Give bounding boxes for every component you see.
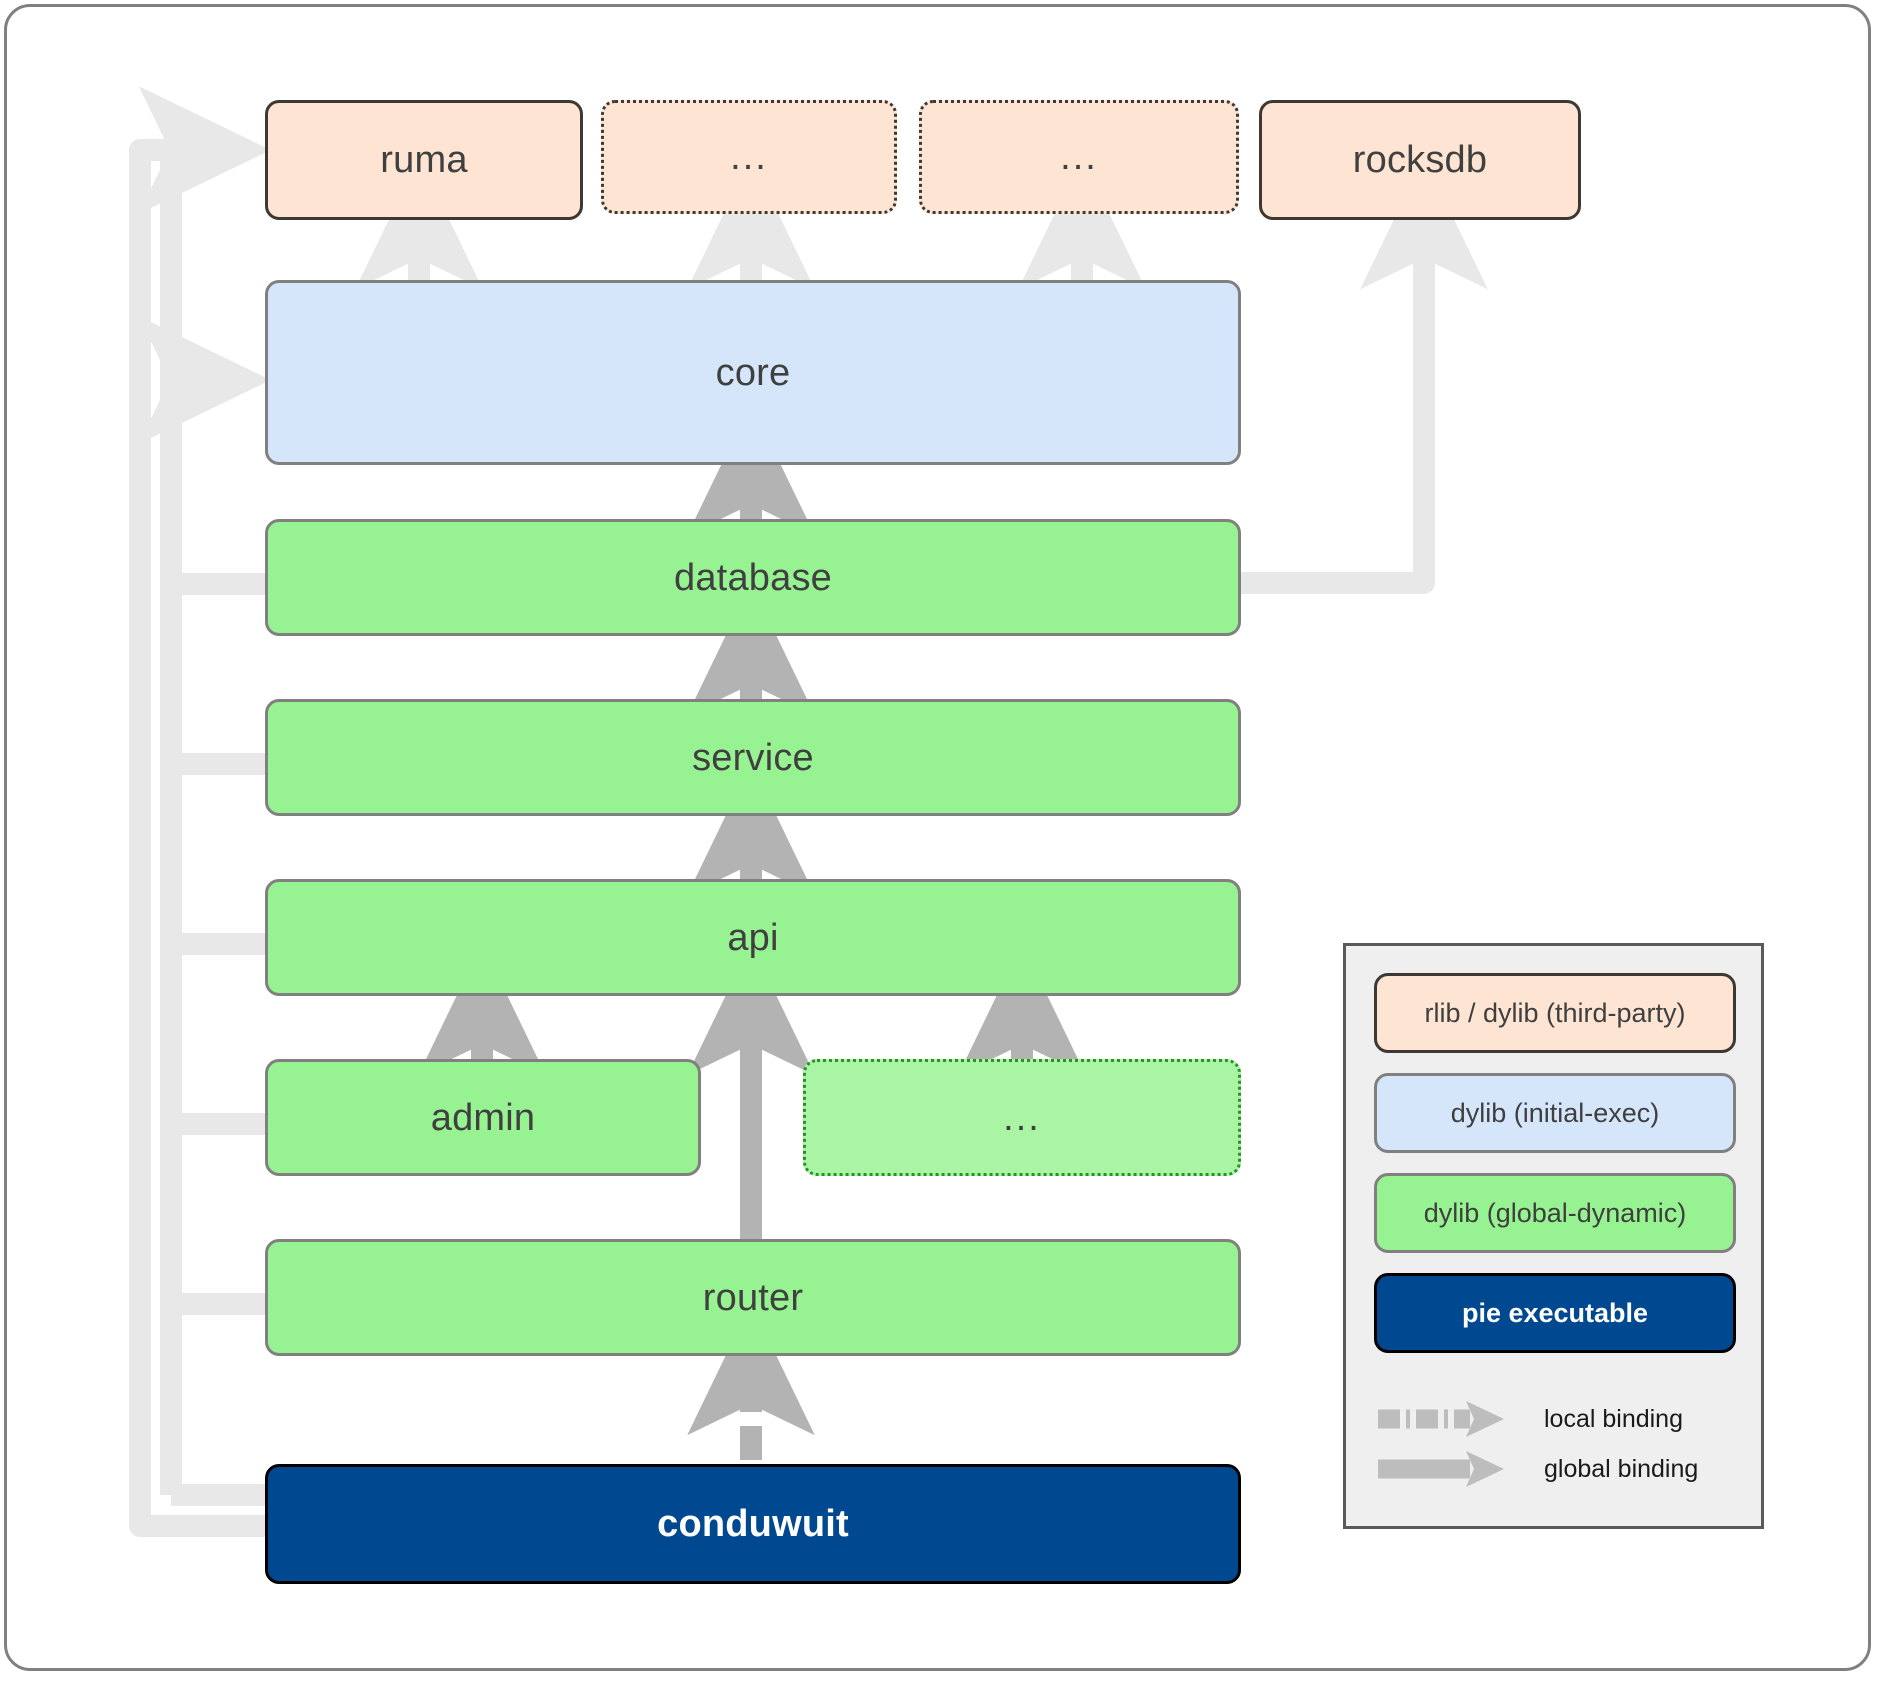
node-label: ... bbox=[1060, 136, 1098, 178]
node-label: admin bbox=[430, 1096, 536, 1139]
legend-swatch-initial-exec: dylib (initial-exec) bbox=[1374, 1073, 1736, 1153]
legend-label: global binding bbox=[1544, 1454, 1699, 1483]
node-router[interactable]: router bbox=[265, 1239, 1241, 1356]
legend-row-local-binding: local binding bbox=[1374, 1394, 1746, 1444]
node-admin[interactable]: admin bbox=[265, 1059, 701, 1176]
node-service[interactable]: service bbox=[265, 699, 1241, 816]
node-core[interactable]: core bbox=[265, 280, 1241, 465]
legend-label: rlib / dylib (third-party) bbox=[1424, 997, 1686, 1028]
node-label: conduwuit bbox=[657, 1503, 849, 1545]
legend-label: dylib (initial-exec) bbox=[1450, 1097, 1660, 1128]
legend-label: dylib (global-dynamic) bbox=[1423, 1197, 1687, 1228]
node-third-party-ellipsis-2[interactable]: ... bbox=[919, 100, 1239, 214]
legend-swatch-third-party: rlib / dylib (third-party) bbox=[1374, 973, 1736, 1053]
node-label: service bbox=[692, 736, 814, 779]
node-label: core bbox=[715, 351, 791, 394]
node-label: ... bbox=[730, 136, 768, 178]
node-label: rocksdb bbox=[1352, 139, 1488, 181]
legend-swatch-pie-executable: pie executable bbox=[1374, 1273, 1736, 1353]
edge-conduwuit-local-trunk bbox=[129, 86, 271, 1537]
node-database[interactable]: database bbox=[265, 519, 1241, 636]
node-label: api bbox=[727, 916, 779, 959]
node-label: database bbox=[674, 556, 832, 599]
node-ruma[interactable]: ruma bbox=[265, 100, 583, 220]
node-global-dynamic-ellipsis[interactable]: ... bbox=[803, 1059, 1241, 1176]
node-api[interactable]: api bbox=[265, 879, 1241, 996]
legend-label: pie executable bbox=[1461, 1297, 1649, 1328]
node-third-party-ellipsis-1[interactable]: ... bbox=[601, 100, 897, 214]
node-conduwuit[interactable]: conduwuit bbox=[265, 1464, 1241, 1584]
legend-panel: rlib / dylib (third-party) dylib (initia… bbox=[1343, 943, 1764, 1529]
node-label: router bbox=[702, 1276, 804, 1319]
node-rocksdb[interactable]: rocksdb bbox=[1259, 100, 1581, 220]
legend-label: local binding bbox=[1544, 1404, 1683, 1433]
solid-arrow-icon bbox=[1378, 1451, 1504, 1487]
legend-row-global-binding: global binding bbox=[1374, 1444, 1746, 1494]
node-label: ... bbox=[1003, 1096, 1041, 1139]
legend-swatch-global-dynamic: dylib (global-dynamic) bbox=[1374, 1173, 1736, 1253]
node-label: ruma bbox=[380, 139, 468, 181]
dashed-arrow-icon bbox=[1378, 1401, 1504, 1437]
edge-database-to-rocksdb bbox=[1241, 157, 1488, 594]
